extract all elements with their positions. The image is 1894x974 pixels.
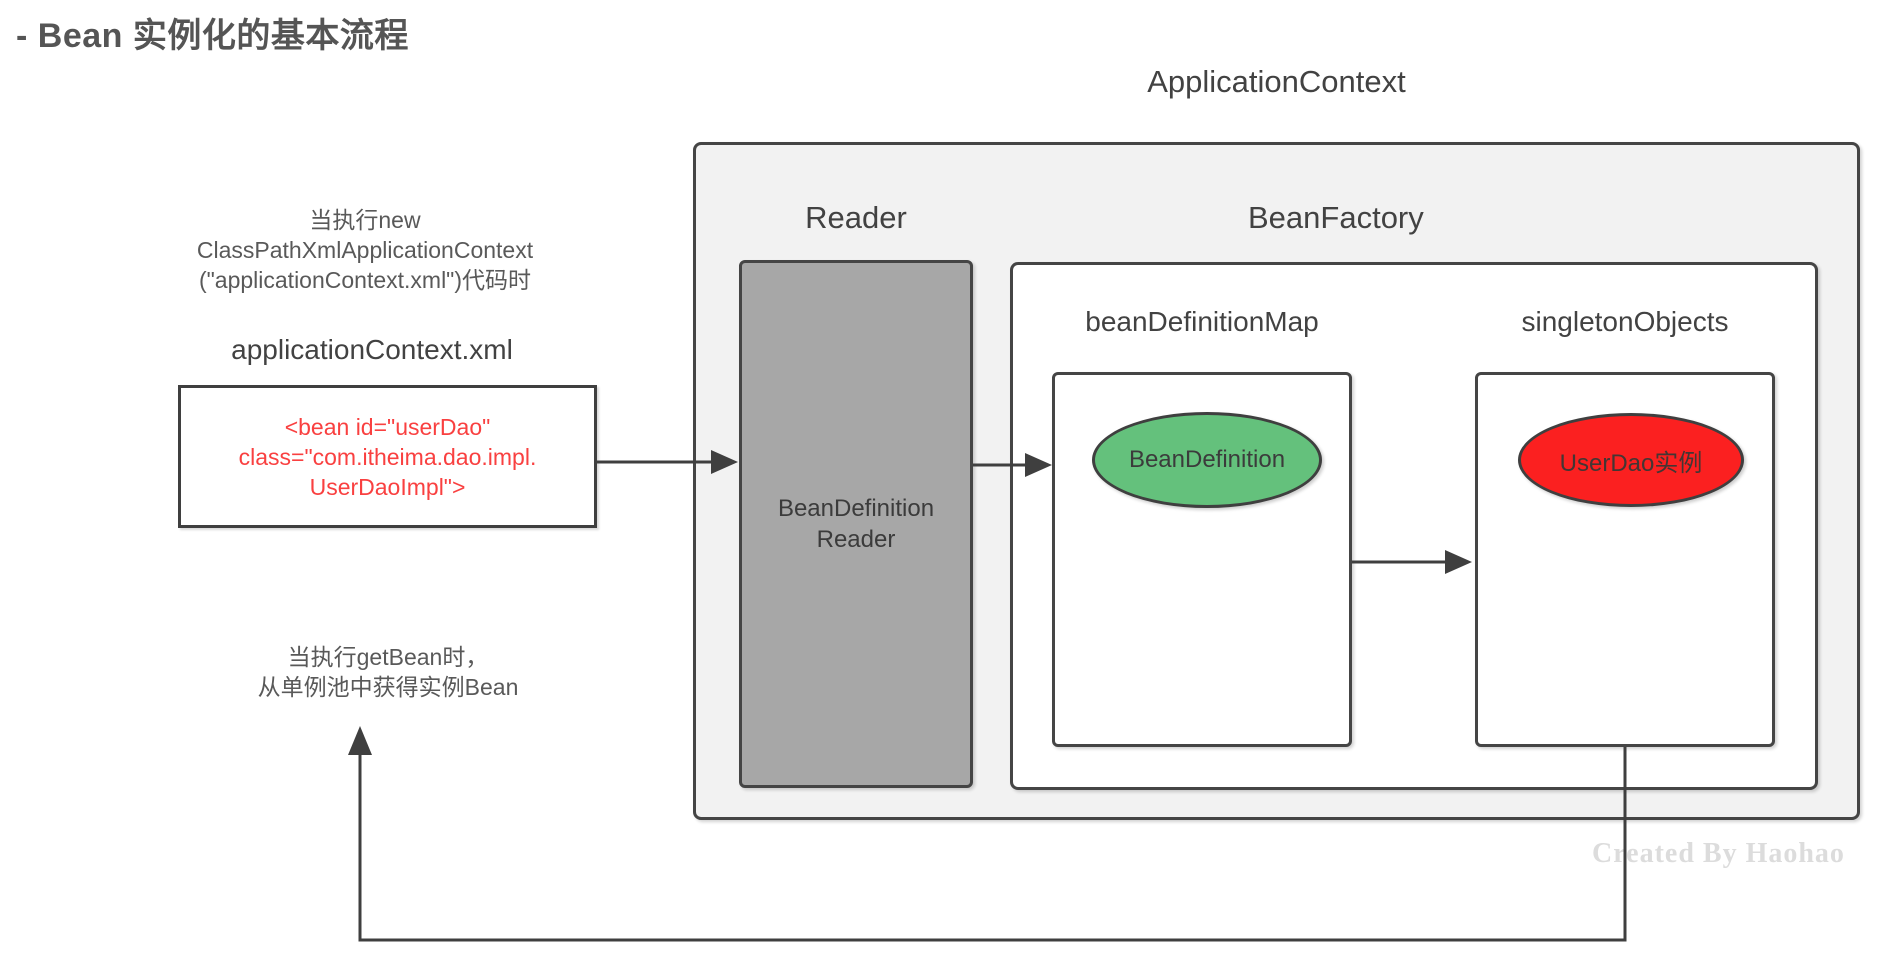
- bean-factory-label: BeanFactory: [1248, 200, 1424, 235]
- page-title: - Bean 实例化的基本流程: [16, 17, 409, 55]
- watermark: Created By Haohao: [1592, 838, 1845, 869]
- bean-definition-ellipse: BeanDefinition: [1092, 412, 1322, 508]
- application-context-label: ApplicationContext: [1147, 64, 1406, 99]
- bean-definition-reader-text: BeanDefinition Reader: [777, 495, 935, 553]
- bean-xml-code-line: <bean id="userDao": [284, 413, 491, 440]
- userdao-instance-ellipse: UserDao实例: [1518, 413, 1744, 507]
- singleton-objects-label: singletonObjects: [1521, 306, 1729, 337]
- bean-definition-ellipse-label: BeanDefinition: [1128, 446, 1286, 473]
- note-get-bean: 当执行getBean时， 从单例池中获得实例Bean: [257, 644, 519, 700]
- userdao-instance-ellipse-label: UserDao实例: [1559, 449, 1703, 477]
- bean-xml-code-line: UserDaoImpl">: [309, 473, 466, 500]
- reader-label: Reader: [805, 200, 907, 235]
- bean-xml-code-line: class="com.itheima.dao.impl.: [238, 443, 537, 470]
- application-context-xml-label: applicationContext.xml: [231, 334, 513, 365]
- bean-definition-reader-box: BeanDefinition Reader: [739, 260, 973, 788]
- note-new-classpath-context: 当执行new ClassPathXmlApplicationContext ("…: [196, 207, 534, 293]
- bean-definition-map-label: beanDefinitionMap: [1085, 306, 1319, 337]
- bean-xml-code-box: <bean id="userDao" class="com.itheima.da…: [178, 385, 597, 528]
